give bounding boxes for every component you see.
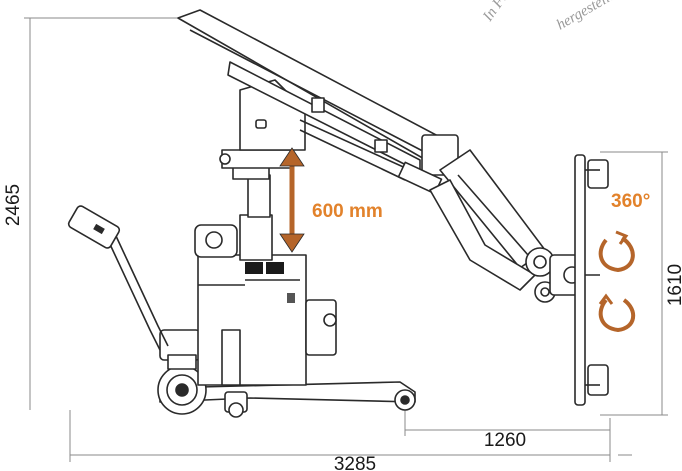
articulated-arm [429, 149, 556, 303]
total-height-label: 2465 [3, 184, 24, 226]
main-boom [177, 9, 459, 176]
reach-offset-label: 1260 [484, 430, 526, 451]
rotation-arrows [598, 230, 635, 333]
watermark-right: hergestellt [554, 0, 617, 33]
tiller-handle [67, 205, 169, 351]
rotation-arrow-upper [598, 236, 635, 273]
head-height-label: 1610 [665, 264, 682, 306]
body-cabinet [197, 254, 337, 386]
machine-drawing [67, 9, 609, 418]
dimension-lines [24, 17, 668, 462]
lift-stroke-label: 600 mm [312, 201, 383, 222]
rotation-label: 360° [611, 191, 650, 212]
base-frame [159, 381, 416, 418]
lift-stroke-arrow [279, 147, 305, 253]
watermark-left: In Fran [480, 0, 520, 25]
vacuum-frame [574, 154, 609, 406]
rotation-arrow-lower [598, 298, 635, 333]
mast [219, 149, 293, 261]
total-length-label: 3285 [334, 454, 376, 471]
front-wheel [394, 389, 416, 411]
pump-motor [194, 224, 238, 258]
